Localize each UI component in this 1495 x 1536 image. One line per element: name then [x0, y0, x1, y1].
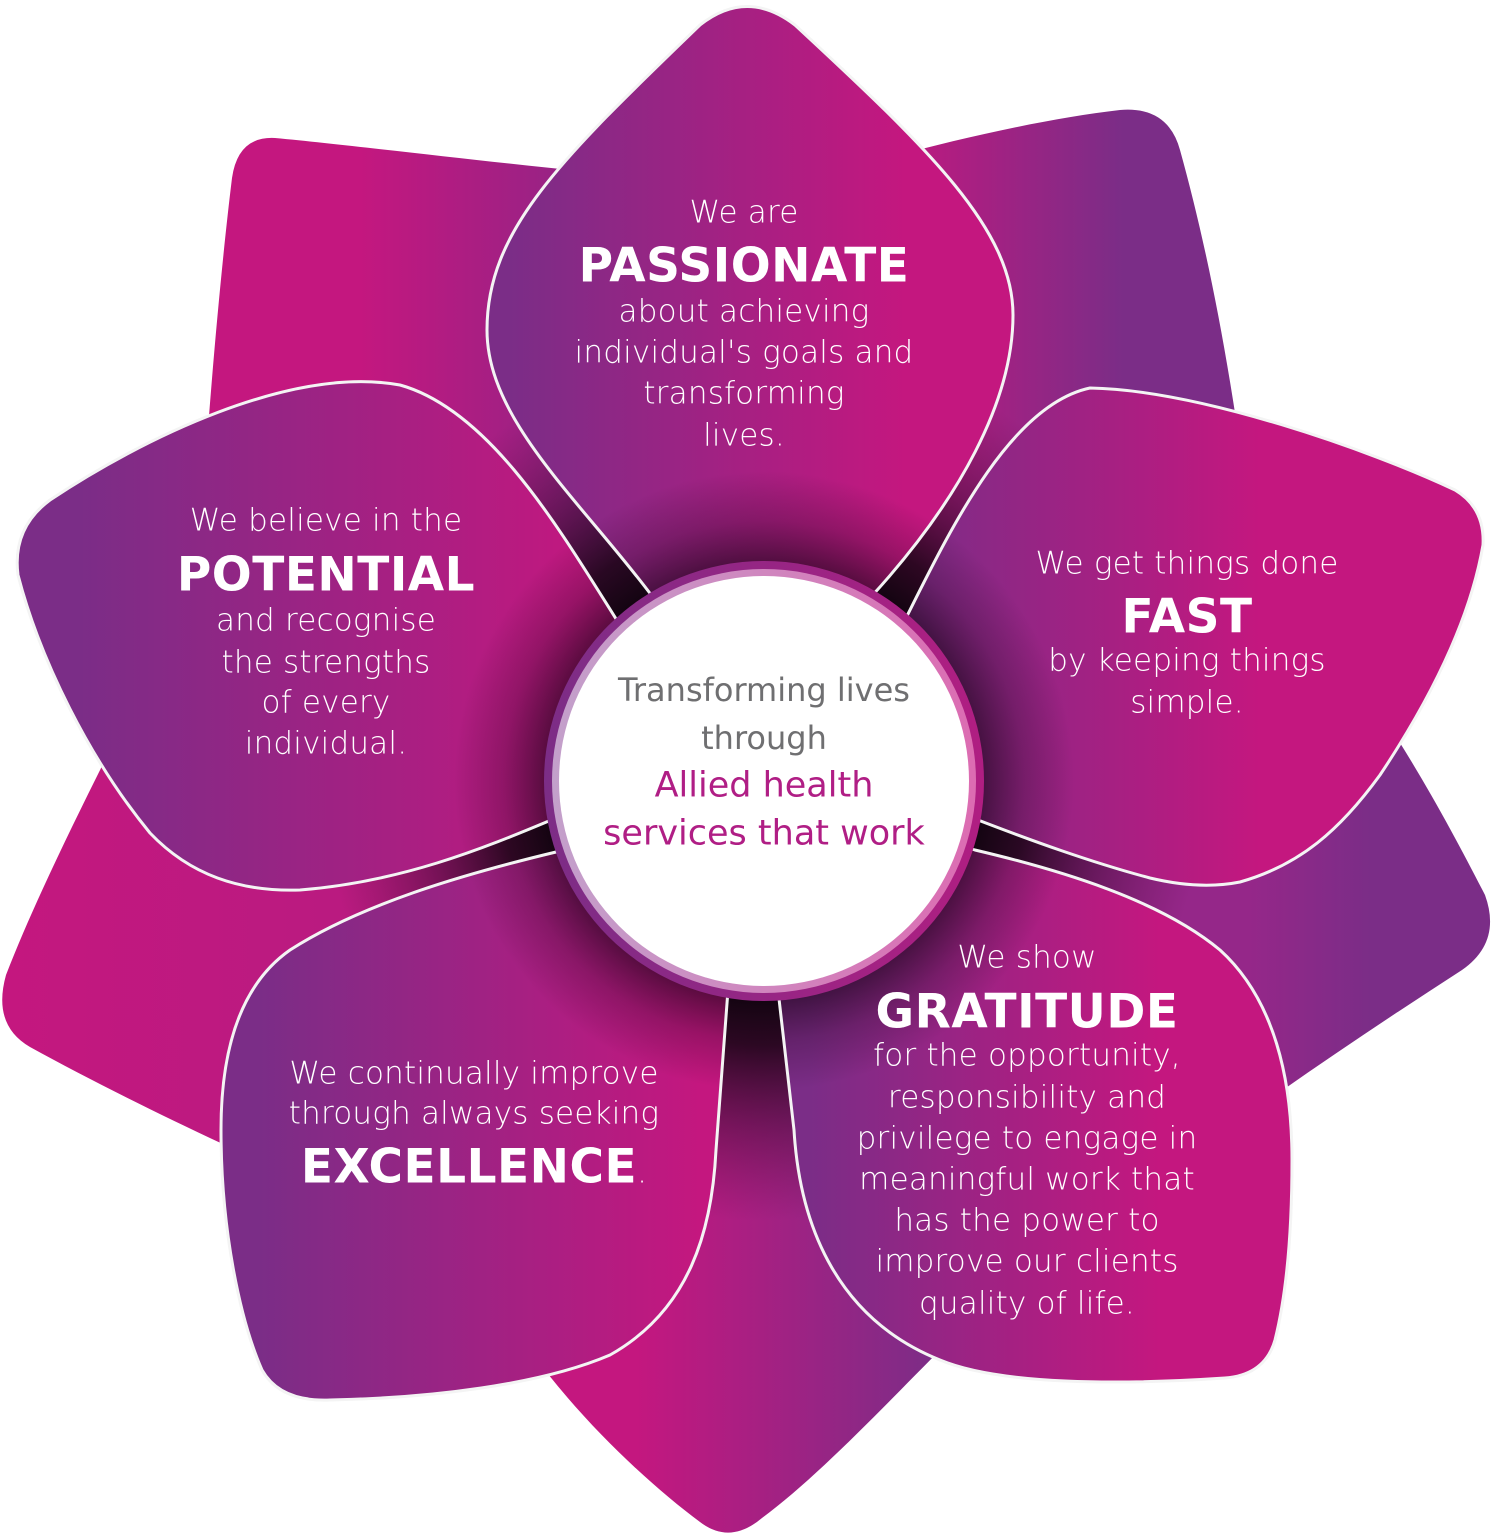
value-text: and recognise	[215, 602, 437, 639]
center-line-2: through	[701, 719, 827, 757]
value-intro: We get things done	[1035, 545, 1339, 582]
center-badge	[544, 561, 984, 1001]
value-heading: PASSIONATE	[578, 238, 910, 294]
value-text: of every	[261, 684, 391, 721]
center-disc	[559, 576, 969, 986]
center-line-4: services that work	[603, 813, 925, 854]
value-text: by keeping things	[1048, 642, 1326, 679]
value-text: about achieving	[618, 293, 870, 330]
value-heading-suffix: .	[637, 1154, 648, 1191]
value-intro: We are	[689, 194, 799, 231]
value-heading: FAST	[1121, 589, 1253, 645]
value-text: improve our clients	[875, 1243, 1179, 1280]
center-line-3: Allied health	[654, 765, 874, 806]
value-text: simple.	[1130, 684, 1244, 721]
value-heading: POTENTIAL	[176, 547, 476, 603]
center-line-1: Transforming lives	[618, 671, 910, 709]
value-intro: We show	[957, 939, 1097, 976]
value-heading: GRATITUDE	[875, 984, 1179, 1040]
value-intro: through always seeking	[288, 1095, 660, 1132]
value-text: responsibility and	[887, 1079, 1167, 1116]
value-text: quality of life.	[919, 1285, 1135, 1322]
value-text: meaningful work that	[859, 1161, 1195, 1198]
value-heading: EXCELLENCE	[300, 1139, 638, 1195]
value-intro: We believe in the	[189, 502, 463, 539]
value-text: individual.	[244, 725, 408, 762]
value-text: lives.	[703, 417, 785, 454]
value-text: privilege to engage in	[856, 1120, 1198, 1157]
value-text: transforming	[643, 375, 845, 412]
value-intro: We continually improve	[289, 1055, 659, 1092]
value-text: for the opportunity,	[873, 1037, 1181, 1074]
value-text: has the power to	[894, 1202, 1160, 1239]
value-heading-line: EXCELLENCE.	[301, 1144, 647, 1191]
value-text: the strengths	[221, 644, 431, 681]
value-text: individual's goals and	[574, 334, 914, 371]
